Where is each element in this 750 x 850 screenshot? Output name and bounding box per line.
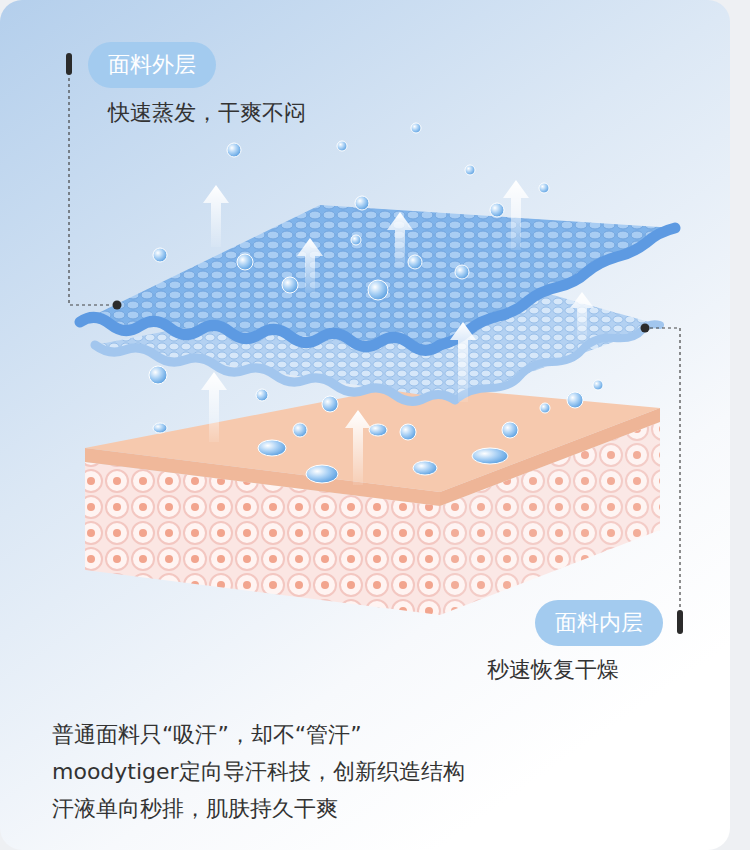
upward-arrows <box>201 180 594 485</box>
pill-text: 面料外层 <box>108 52 196 77</box>
layer-pill: 面料外层 <box>88 42 216 88</box>
card-background <box>0 0 730 850</box>
skin-layer <box>85 385 660 615</box>
layer-description: 快速蒸发，干爽不闷 <box>108 98 306 128</box>
layer-description: 秒速恢复干燥 <box>487 655 619 685</box>
sweat-droplets <box>149 123 603 483</box>
pill-text: 面料内层 <box>555 610 643 635</box>
outer-fabric-layer <box>80 205 675 350</box>
body-text: moodytiger定向导汗科技，创新织造结构 <box>52 757 465 787</box>
leader-lines <box>66 53 683 634</box>
layer-pill: 面料内层 <box>535 600 663 646</box>
body-text: 汗液单向秒排，肌肤持久干爽 <box>52 794 338 824</box>
body-text: 普通面料只“吸汗”，却不“管汗” <box>52 720 362 750</box>
